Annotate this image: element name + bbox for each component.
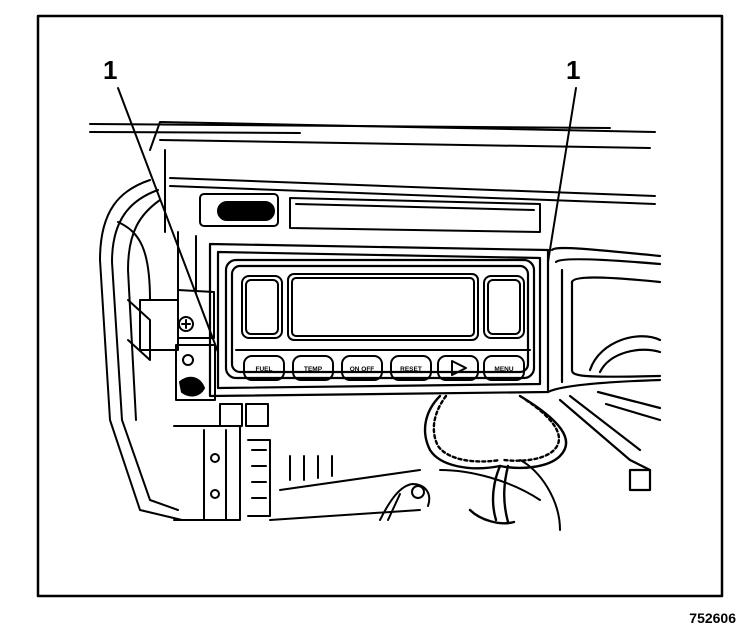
display-windows [241,273,525,341]
dash-top-edge [89,121,656,233]
button-label-reset: RESET [400,366,422,373]
fuel-button [243,355,285,381]
under-dash [173,403,561,531]
cluster-buttons [235,349,531,381]
play-arrow-icon [451,360,467,376]
left-pillar [99,179,216,521]
upper-vents [199,193,541,233]
on-off-button [341,355,383,381]
button-label-fuel: FUEL [256,366,273,373]
button-labels: FUEL TEMP ON OFF RESET MENU [256,366,514,373]
button-label-temp: TEMP [304,366,323,373]
figure-id: 752606 [689,610,736,626]
wiring-harness [423,394,568,525]
button-label-on-off: ON OFF [350,366,375,373]
cluster-bezel [208,242,550,398]
reset-button [390,355,432,381]
callout-leader-right [547,87,577,263]
callout-number-right: 1 [566,55,581,85]
temp-button [292,355,334,381]
menu-button [483,355,525,381]
callout-leader-left [117,87,219,353]
figure-frame [36,14,724,598]
button-label-menu: MENU [494,366,513,373]
callout-leaders [117,87,577,353]
arrow-button [437,355,479,381]
callout-number-left: 1 [103,55,118,85]
right-gauge-housing [546,246,662,492]
